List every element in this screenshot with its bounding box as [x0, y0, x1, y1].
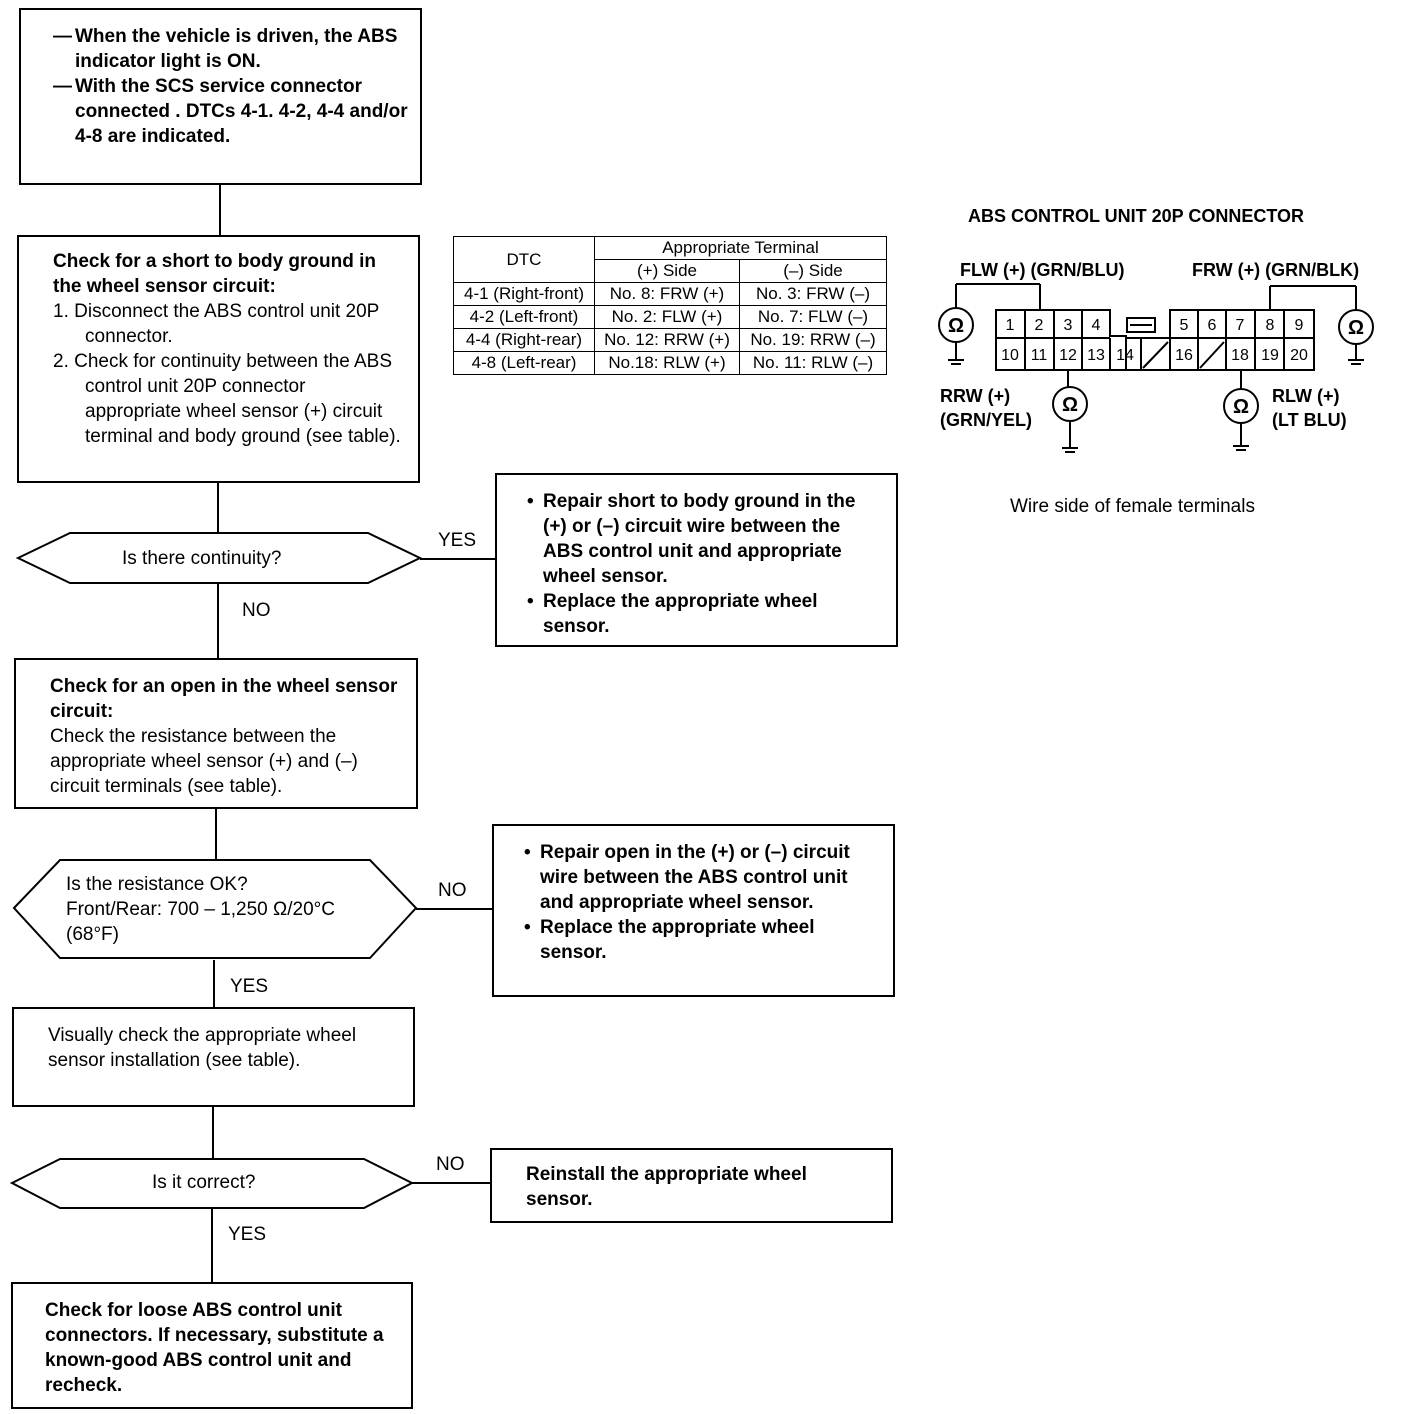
- pin-19: 19: [1261, 347, 1279, 364]
- decision2-shape: [12, 859, 418, 959]
- step3-text: Visually check the appropriate wheel sen…: [48, 1025, 357, 1071]
- step2-box: Check for an open in the wheel sensor ci…: [14, 658, 418, 809]
- repair2-item-1: •Repair open in the (+) or (–) circuit w…: [524, 842, 850, 913]
- pin-9: 9: [1295, 317, 1304, 334]
- repair2-box: •Repair open in the (+) or (–) circuit w…: [492, 824, 895, 997]
- start-item-1: —When the vehicle is driven, the ABS ind…: [53, 26, 398, 72]
- final-text: Check for loose ABS control unit connect…: [45, 1300, 384, 1396]
- rlw-label: RLW (+) (LT BLU): [1272, 386, 1347, 430]
- step1-instruction-2: 2. Check for continuity between the ABS …: [53, 351, 401, 447]
- ohm-symbol: Ω: [1062, 394, 1078, 416]
- pin-1: 1: [1006, 317, 1015, 334]
- dtc-table: DTC Appropriate Terminal (+) Side (–) Si…: [453, 236, 887, 375]
- table-row: 4-2 (Left-front) No. 2: FLW (+) No. 7: F…: [453, 305, 887, 329]
- repair1-item-2: •Replace the appropriate wheel sensor.: [527, 591, 818, 637]
- decision1-question: Is there continuity?: [122, 548, 282, 569]
- repair3-box: Reinstall the appropriate wheel sensor.: [490, 1148, 893, 1223]
- pin-14: 14: [1116, 347, 1134, 364]
- pin-4: 4: [1092, 317, 1101, 334]
- ohm-symbol: Ω: [948, 315, 964, 337]
- pin-5: 5: [1180, 317, 1189, 334]
- dtc-header: DTC: [453, 236, 595, 283]
- decision1-shape: [15, 532, 423, 584]
- decision1-yes-label: YES: [438, 530, 477, 551]
- pin-3: 3: [1064, 317, 1073, 334]
- decision3-yes-label: YES: [228, 1224, 267, 1245]
- pin-6: 6: [1208, 317, 1217, 334]
- connector-lock-tab: [1126, 317, 1156, 333]
- connector-title: ABS CONTROL UNIT 20P CONNECTOR: [968, 206, 1305, 226]
- pin-11: 11: [1031, 347, 1048, 364]
- decision2-question: Is the resistance OK? Front/Rear: 700 – …: [66, 872, 376, 947]
- pin-16: 16: [1175, 347, 1193, 364]
- connector-diagram: Ω Ω Ω Ω 1 2 3 4 5 6 7 8 9 10 11 12 13 14…: [938, 283, 1374, 453]
- connector-right-half: [1169, 309, 1315, 371]
- repair1-box: •Repair short to body ground in the (+) …: [495, 473, 898, 647]
- step3-box: Visually check the appropriate wheel sen…: [12, 1007, 415, 1107]
- pin-12: 12: [1059, 347, 1077, 364]
- pin-2: 2: [1035, 317, 1044, 334]
- rrw-label: RRW (+) (GRN/YEL): [940, 386, 1032, 430]
- decision3-no-label: NO: [436, 1154, 465, 1175]
- start-item-2: —With the SCS service connector connecte…: [53, 76, 408, 147]
- repair3-text: Reinstall the appropriate wheel sensor.: [526, 1164, 807, 1210]
- decision1-no-label: NO: [242, 600, 271, 621]
- decision2-yes-label: YES: [230, 976, 269, 997]
- pin-8: 8: [1266, 317, 1275, 334]
- empty-terminal-15: [1142, 341, 1169, 369]
- step1-instruction-1: 1. Disconnect the ABS control unit 20P c…: [53, 301, 380, 347]
- flw-label: FLW (+) (GRN/BLU): [960, 260, 1125, 280]
- table-row: 4-4 (Right-rear) No. 12: RRW (+) No. 19:…: [453, 328, 887, 352]
- frw-label: FRW (+) (GRN/BLK): [1192, 260, 1360, 280]
- ohm-symbol: Ω: [1233, 396, 1249, 418]
- ohm-symbol: Ω: [1348, 317, 1364, 339]
- decision2-detail: Front/Rear: 700 – 1,250 Ω/20°C (68°F): [66, 899, 335, 945]
- terminal-header: Appropriate Terminal: [594, 236, 887, 260]
- table-row: 4-1 (Right-front) No. 8: FRW (+) No. 3: …: [453, 282, 887, 306]
- wire-side-note: Wire side of female terminals: [1010, 496, 1255, 517]
- pin-10: 10: [1001, 347, 1019, 364]
- decision2-no-label: NO: [438, 880, 467, 901]
- plus-side-header: (+) Side: [594, 259, 740, 283]
- empty-terminal-17: [1199, 341, 1225, 369]
- decision3-question: Is it correct?: [152, 1172, 256, 1193]
- pin-13: 13: [1087, 347, 1105, 364]
- repair1-item-1: •Repair short to body ground in the (+) …: [527, 491, 856, 587]
- pin-18: 18: [1231, 347, 1249, 364]
- step1-box: Check for a short to body ground in the …: [17, 235, 420, 483]
- step2-body: Check the resistance between the appropr…: [50, 726, 358, 797]
- minus-side-header: (–) Side: [739, 259, 887, 283]
- final-box: Check for loose ABS control unit connect…: [11, 1282, 413, 1409]
- table-row: 4-8 (Left-rear) No.18: RLW (+) No. 11: R…: [453, 351, 887, 375]
- start-condition-box: —When the vehicle is driven, the ABS ind…: [19, 8, 422, 185]
- repair2-item-2: •Replace the appropriate wheel sensor.: [524, 917, 815, 963]
- decision3-shape: [9, 1158, 415, 1209]
- pin-7: 7: [1236, 317, 1245, 334]
- step2-heading: Check for an open in the wheel sensor ci…: [50, 676, 398, 722]
- pin-20: 20: [1290, 347, 1308, 364]
- step1-heading: Check for a short to body ground in the …: [53, 251, 376, 297]
